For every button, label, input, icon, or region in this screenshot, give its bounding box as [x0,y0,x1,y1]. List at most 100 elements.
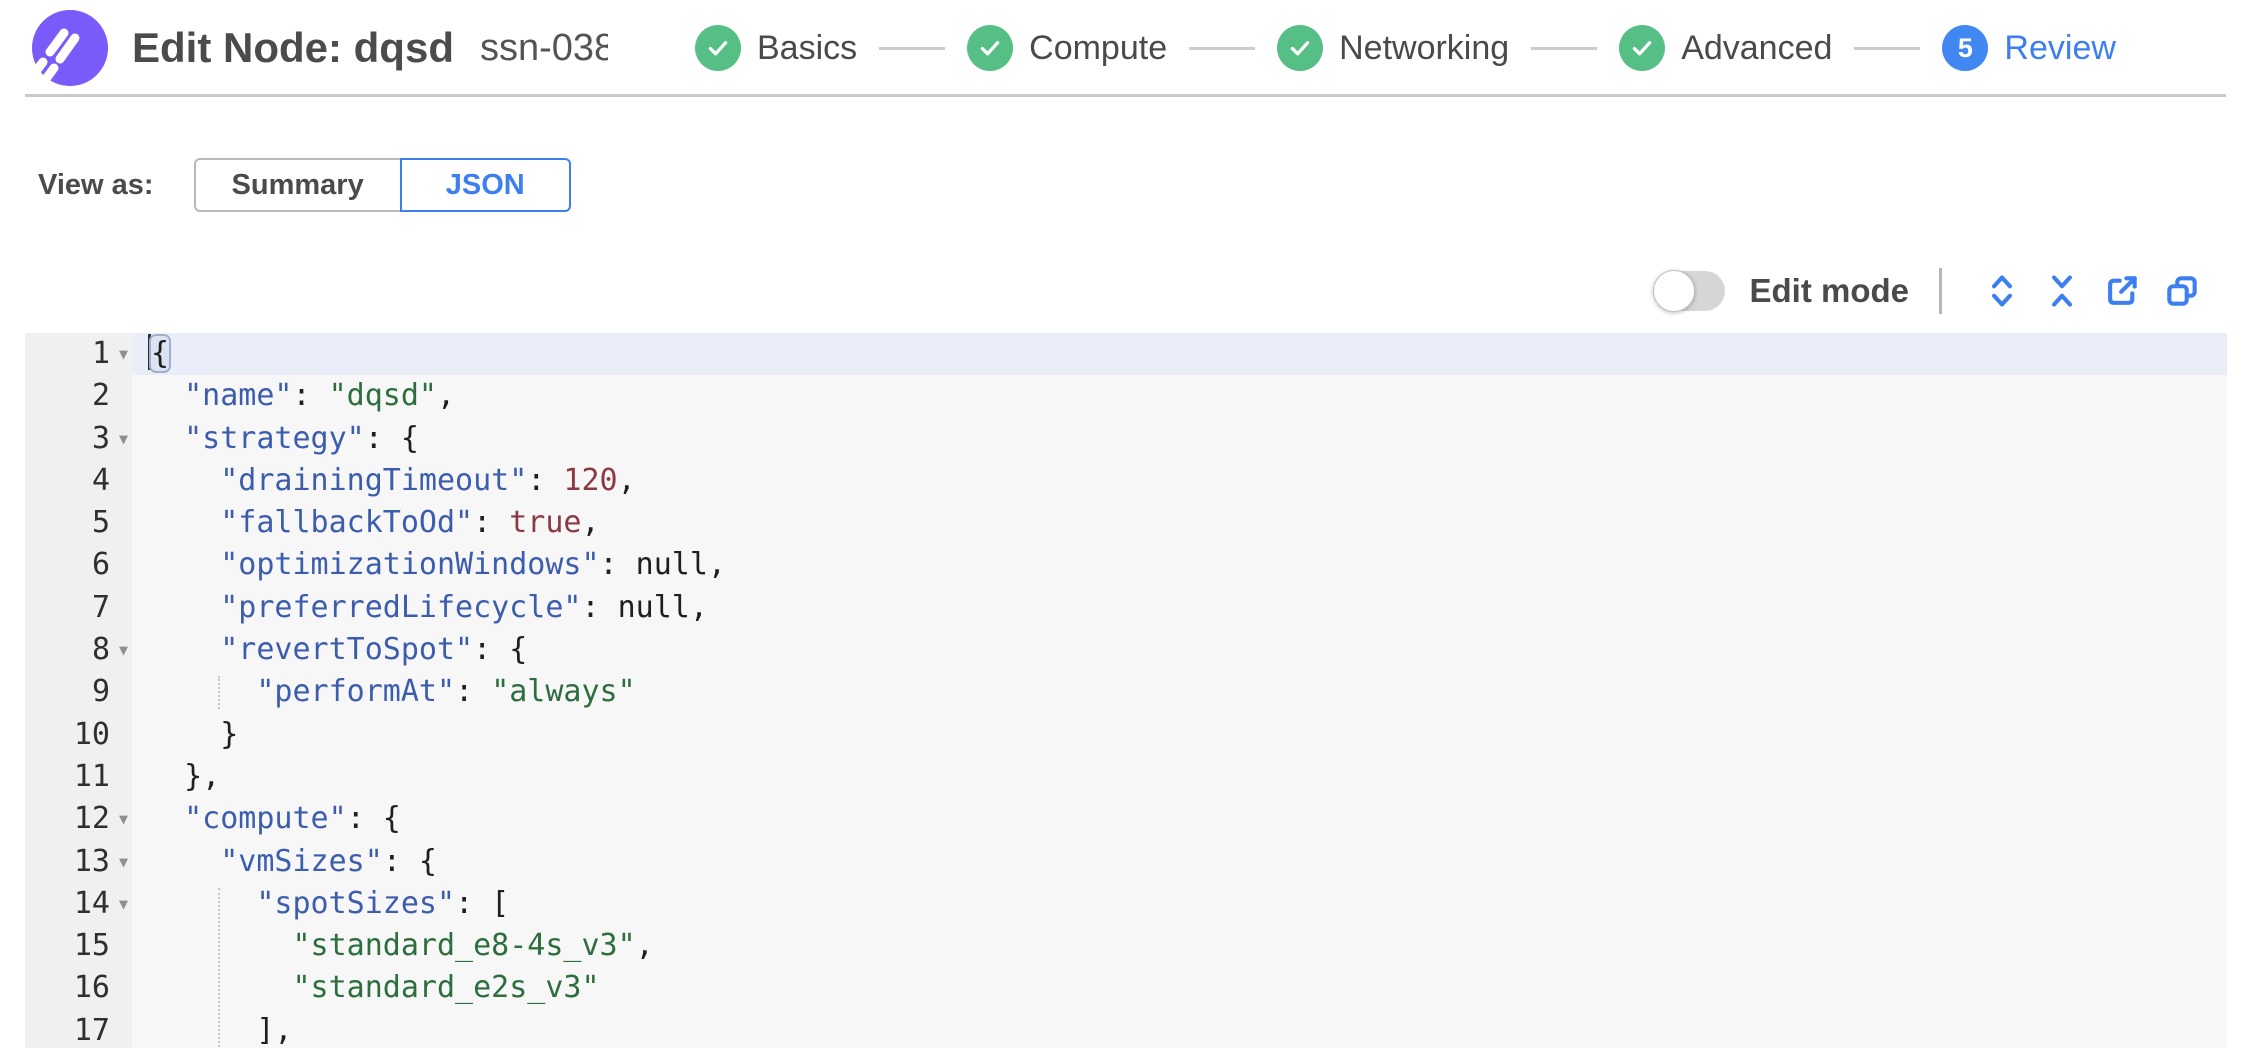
editor-line[interactable]: 6 "optimizationWindows": null, [25,544,2227,587]
editor-line[interactable]: 2 "name": "dqsd", [25,375,2227,418]
check-icon [1619,25,1666,71]
fold-arrow-icon[interactable]: ▼ [118,345,128,363]
editor-line[interactable]: 13▼ "vmSizes": { [25,840,2227,883]
code-line-content: }, [132,756,2227,798]
code-token: "dqsd" [328,378,437,414]
expand-all-button[interactable] [1979,268,2025,314]
step-label: Compute [1029,28,1168,67]
step-networking[interactable]: Networking [1277,25,1509,71]
header-divider [25,94,2226,97]
code-line-content: ], [132,1010,2227,1048]
code-token: : [581,589,618,625]
code-token: null [635,547,708,583]
editor-line[interactable]: 4 "drainingTimeout": 120, [25,459,2227,503]
code-token: "performAt" [256,674,456,710]
copy-icon [2167,276,2197,306]
editor-line[interactable]: 3▼ "strategy": { [25,417,2227,460]
collapse-all-button[interactable] [2039,268,2085,314]
code-token: } [220,716,239,752]
toolbar-divider [1939,268,1942,314]
step-label: Review [2004,28,2116,67]
line-number: 11 [25,755,132,799]
code-token: "optimizationWindows" [220,547,600,583]
step-number-badge: 5 [1942,25,1989,71]
export-button[interactable] [2099,268,2145,314]
code-line-content: { [132,333,2227,376]
editor-toolbar: Edit mode [1653,262,2212,320]
toggle-knob [1653,270,1696,312]
step-label: Networking [1339,28,1510,67]
editor-line[interactable]: 17 ], [25,1009,2227,1048]
step-advanced[interactable]: Advanced [1619,25,1832,71]
code-line-content: "preferredLifecycle": null, [132,587,2227,629]
code-token: , [707,547,726,583]
editor-line[interactable]: 9 "performAt": "always" [25,671,2227,714]
edit-mode-toggle[interactable] [1653,270,1726,312]
editor-line[interactable]: 15 "standard_e8-4s_v3", [25,925,2227,968]
editor-line[interactable]: 7 "preferredLifecycle": null, [25,586,2227,630]
wizard-stepper: Basics Compute Networking Advanced 5 Rev… [695,0,2116,96]
code-token: : [473,505,510,541]
step-review[interactable]: 5 Review [1942,25,2116,71]
editor-line[interactable]: 8▼ "revertToSpot": { [25,629,2227,672]
step-connector [879,46,946,50]
editor-line[interactable]: 1▼{ [25,333,2227,376]
code-token: null [617,589,690,625]
editor-line[interactable]: 16 "standard_e2s_v3" [25,967,2227,1010]
step-label: Advanced [1681,28,1833,67]
line-number: 12▼ [25,798,132,841]
step-connector [1854,46,1921,50]
code-token: "drainingTimeout" [220,462,528,498]
view-as-label: View as: [38,168,154,201]
copy-button[interactable] [2159,268,2205,314]
code-line-content: "standard_e2s_v3" [132,967,2227,1009]
code-line-content: "optimizationWindows": null, [132,544,2227,586]
editor-line[interactable]: 10 } [25,713,2227,756]
editor-line[interactable]: 12▼ "compute": { [25,798,2227,841]
code-token: "preferredLifecycle" [220,589,582,625]
fold-arrow-icon[interactable]: ▼ [118,852,128,871]
edit-mode-label: Edit mode [1749,272,1909,309]
line-number: 5 [25,502,132,545]
editor-line[interactable]: 5 "fallbackToOd": true, [25,502,2227,545]
line-number: 4 [25,459,132,503]
editor-line[interactable]: 14▼ "spotSizes": [ [25,882,2227,926]
fold-arrow-icon[interactable]: ▼ [118,894,128,913]
view-as-json-button[interactable]: JSON [399,158,571,212]
spot-logo-icon [32,10,108,88]
code-token: "strategy" [184,420,365,456]
code-line-content: "standard_e8-4s_v3", [132,925,2227,967]
code-token: ], [256,1012,293,1048]
line-number: 9 [25,671,132,714]
code-token: "revertToSpot" [220,632,474,668]
expand-all-icon [1992,275,2012,307]
code-line-content: "revertToSpot": { [132,629,2227,671]
line-number: 17 [25,1009,132,1048]
code-token: , [635,928,654,964]
view-as-summary-button[interactable]: Summary [193,158,402,212]
text-cursor [148,334,151,370]
step-compute[interactable]: Compute [967,25,1167,71]
line-number: 16 [25,967,132,1010]
line-number: 14▼ [25,882,132,926]
indent-guide [218,887,220,1048]
code-token: }, [184,758,221,794]
code-token: : { [382,843,437,879]
step-label: Basics [757,28,858,67]
line-number: 13▼ [25,840,132,883]
code-token: "vmSizes" [220,843,383,879]
code-token: { [148,334,172,373]
step-basics[interactable]: Basics [695,25,857,71]
code-line-content: "strategy": { [132,418,2227,460]
check-icon [967,25,1014,71]
fold-arrow-icon[interactable]: ▼ [118,641,128,660]
fold-arrow-icon[interactable]: ▼ [118,810,128,829]
code-token: "name" [184,378,293,414]
json-editor[interactable]: 1▼{2 "name": "dqsd",3▼ "strategy": {4 "d… [25,333,2227,1048]
code-token: : { [473,632,528,668]
code-token: , [617,462,636,498]
code-line-content: "drainingTimeout": 120, [132,460,2227,502]
fold-arrow-icon[interactable]: ▼ [118,429,128,448]
editor-line[interactable]: 11 }, [25,755,2227,799]
page-title: Edit Node: dqsd [132,24,454,71]
